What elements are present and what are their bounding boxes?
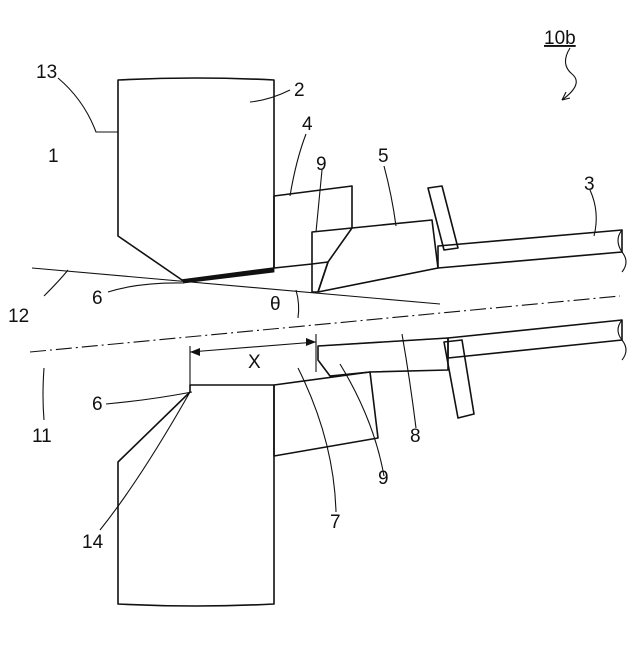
label-8: 8 — [410, 426, 421, 447]
die-block-upper — [118, 78, 274, 280]
axis-line-11 — [30, 296, 620, 352]
tube-3-lower — [448, 320, 622, 358]
label-figure-id: 10b — [544, 28, 576, 49]
flange-upper — [428, 186, 458, 250]
label-9-lower: 9 — [378, 468, 389, 489]
label-14: 14 — [82, 532, 104, 553]
label-9-upper: 9 — [316, 154, 327, 175]
label-11: 11 — [32, 426, 52, 447]
label-3: 3 — [584, 174, 595, 195]
label-13: 13 — [36, 62, 57, 83]
label-5: 5 — [378, 146, 389, 167]
label-1: 1 — [48, 146, 59, 167]
member-4-upper — [274, 186, 352, 268]
label-2: 2 — [294, 80, 305, 101]
label-6-lower: 6 — [92, 394, 103, 415]
label-4: 4 — [302, 114, 313, 135]
label-7: 7 — [330, 512, 341, 533]
inner-wall-upper — [182, 268, 274, 283]
theta-arc — [296, 290, 299, 318]
member-5-upper — [318, 220, 438, 292]
label-x: X — [248, 352, 261, 373]
die-block-lower — [118, 385, 274, 606]
label-6-upper: 6 — [92, 288, 103, 309]
member-5-lower — [318, 338, 448, 376]
label-theta: θ — [270, 294, 281, 315]
label-12: 12 — [8, 306, 29, 327]
